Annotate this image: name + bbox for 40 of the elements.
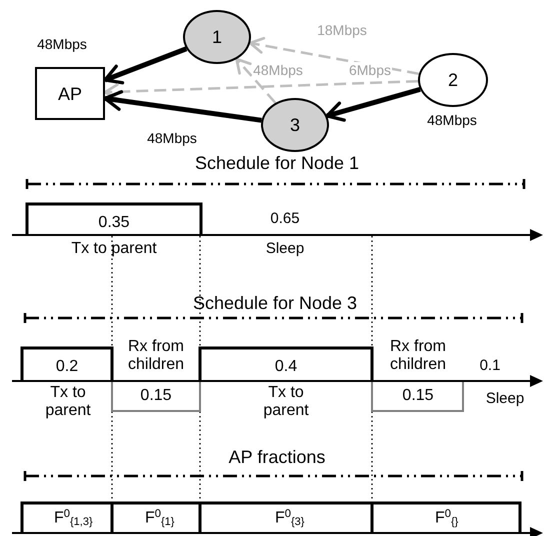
fraction-subscript: {3} <box>291 516 304 529</box>
edge-label: 18Mbps <box>316 22 368 38</box>
fraction-symbol: F$^{0}$ <box>274 508 291 528</box>
slot-caption: Tx to parent <box>262 384 310 421</box>
slot-value: 0.2 <box>56 358 78 376</box>
fraction-subscript: {} <box>451 516 458 529</box>
arrow <box>235 58 276 104</box>
edge-label: 48Mbps <box>146 130 198 146</box>
section-title: AP fractions <box>228 447 326 468</box>
slot-value: 0.1 <box>480 357 500 374</box>
slot-value: 0.15 <box>140 387 172 406</box>
section-title: Schedule for Node 3 <box>192 293 358 314</box>
slot-caption: Sleep <box>486 390 524 408</box>
slot-caption: Rx from children <box>126 338 186 375</box>
arrow <box>103 90 262 123</box>
edge-label: 48Mbps <box>36 36 88 52</box>
slot-caption: Sleep <box>266 240 304 258</box>
fraction-symbol: F$^{0}$ <box>54 508 70 528</box>
edge-label: 48Mbps <box>252 62 304 78</box>
node-circle: 1 <box>183 10 251 64</box>
slot-value: 0.15 <box>402 387 434 406</box>
edge-label: 48Mbps <box>426 112 478 128</box>
fraction-subscript: {1} <box>161 516 174 529</box>
arrow <box>325 86 421 122</box>
node-circle: 2 <box>418 53 488 107</box>
arrow <box>104 80 418 100</box>
slot-value: 0.35 <box>98 214 130 232</box>
slot-value: 0.65 <box>270 210 300 228</box>
fraction-symbol: F$^{0}$ <box>434 508 451 528</box>
slot-value: 0.4 <box>274 358 298 376</box>
section-title: Schedule for Node 1 <box>194 153 360 174</box>
edge-label: 6Mbps <box>348 62 392 78</box>
access-point-box: AP <box>35 67 105 120</box>
slot-caption: Tx to parent <box>71 240 157 258</box>
fraction-subscript: {1,3} <box>70 516 93 529</box>
node-circle: 3 <box>261 98 329 152</box>
arrow <box>103 46 188 84</box>
slot-caption: Rx from children <box>388 338 448 375</box>
slot-caption: Tx to parent <box>44 384 92 421</box>
fraction-symbol: F$^{0}$ <box>144 508 161 528</box>
